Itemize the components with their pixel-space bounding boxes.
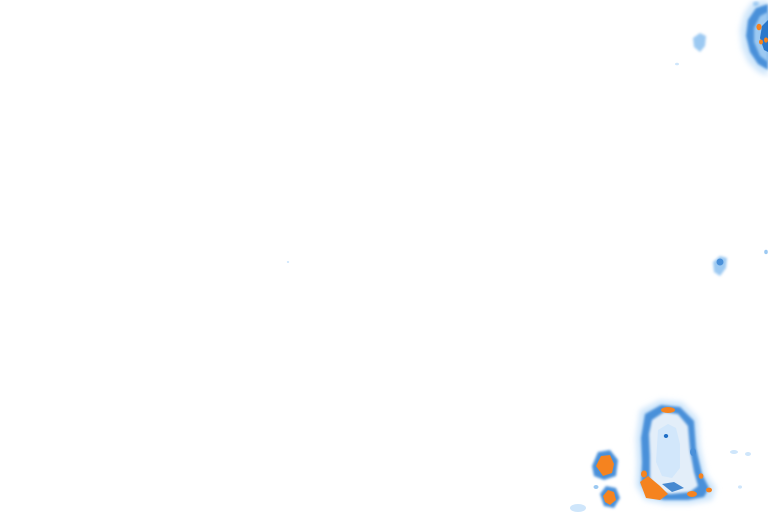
echo-cell-bottom-left-small — [570, 450, 751, 512]
echo-speck-right-middle — [286, 249, 768, 276]
echo-speck-top-right — [675, 1, 759, 66]
echo-cell-bottom-right — [636, 400, 716, 504]
echo-cell-top-right — [740, 0, 768, 76]
